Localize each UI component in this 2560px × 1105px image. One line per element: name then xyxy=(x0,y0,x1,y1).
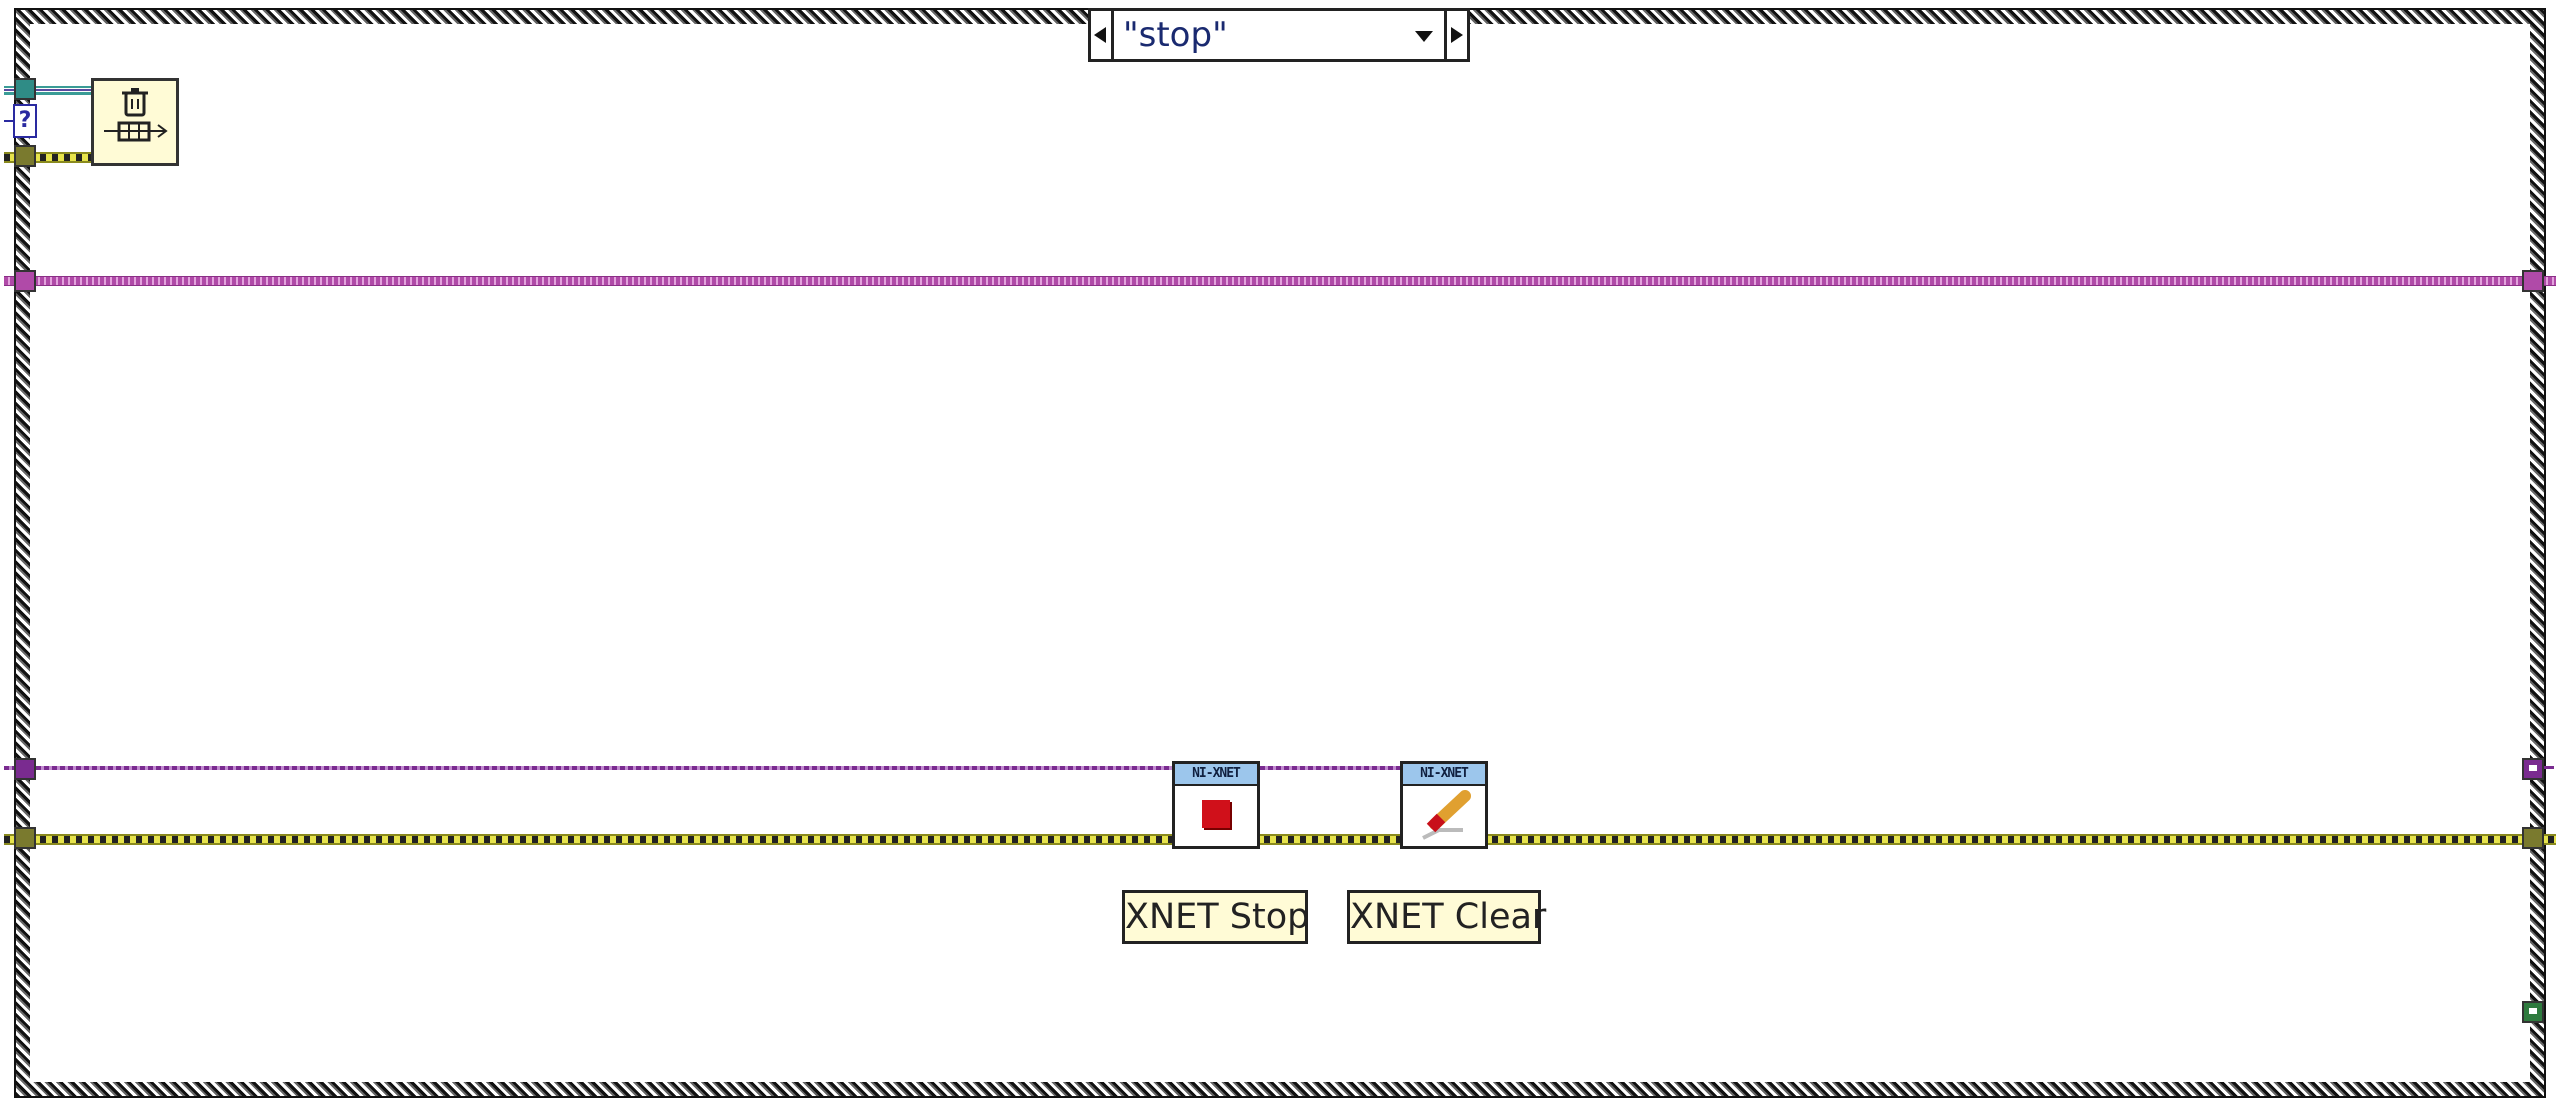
case-selector[interactable]: "stop" xyxy=(1088,8,1470,62)
eraser-icon xyxy=(1422,790,1471,840)
xnet-stop-node[interactable]: NI-XNET xyxy=(1172,761,1260,849)
xnet-clear-node[interactable]: NI-XNET xyxy=(1400,761,1488,849)
trash-queue-icon xyxy=(104,88,168,142)
xnet-stop-header: NI-XNET xyxy=(1175,764,1257,786)
pink-tunnel-right[interactable] xyxy=(2522,270,2544,292)
pink-reference-wire[interactable] xyxy=(4,276,2556,286)
case-selector-value: "stop" xyxy=(1123,15,1228,55)
question-wire[interactable] xyxy=(4,120,14,122)
triangle-left-icon xyxy=(1094,27,1106,43)
teal-wire[interactable] xyxy=(4,86,92,95)
purple-wire-stub xyxy=(2544,766,2554,769)
error-wire-bottom[interactable] xyxy=(4,834,2556,845)
error-wire-top[interactable] xyxy=(4,152,92,163)
xnet-session-wire[interactable] xyxy=(4,766,1408,770)
triangle-right-icon xyxy=(1451,27,1463,43)
teal-tunnel[interactable] xyxy=(14,78,36,100)
flush-queue-node[interactable] xyxy=(91,78,179,166)
question-terminal-icon[interactable]: ? xyxy=(13,104,37,138)
next-case-button[interactable] xyxy=(1444,11,1467,59)
purple-tunnel-left[interactable] xyxy=(14,758,36,780)
dropdown-icon[interactable] xyxy=(1415,31,1433,42)
purple-tunnel-right[interactable] xyxy=(2522,758,2544,780)
xnet-clear-label: XNET Clear xyxy=(1347,890,1546,944)
red-stop-square-icon xyxy=(1202,800,1230,828)
xnet-stop-label: XNET Stop xyxy=(1122,890,1309,944)
xnet-clear-header: NI-XNET xyxy=(1403,764,1485,786)
error-tunnel-left[interactable] xyxy=(14,827,36,849)
error-tunnel-top[interactable] xyxy=(14,145,36,167)
prev-case-button[interactable] xyxy=(1091,11,1114,59)
pink-tunnel-left[interactable] xyxy=(14,270,36,292)
error-tunnel-right[interactable] xyxy=(2522,827,2544,849)
green-tunnel-right[interactable] xyxy=(2522,1001,2544,1023)
